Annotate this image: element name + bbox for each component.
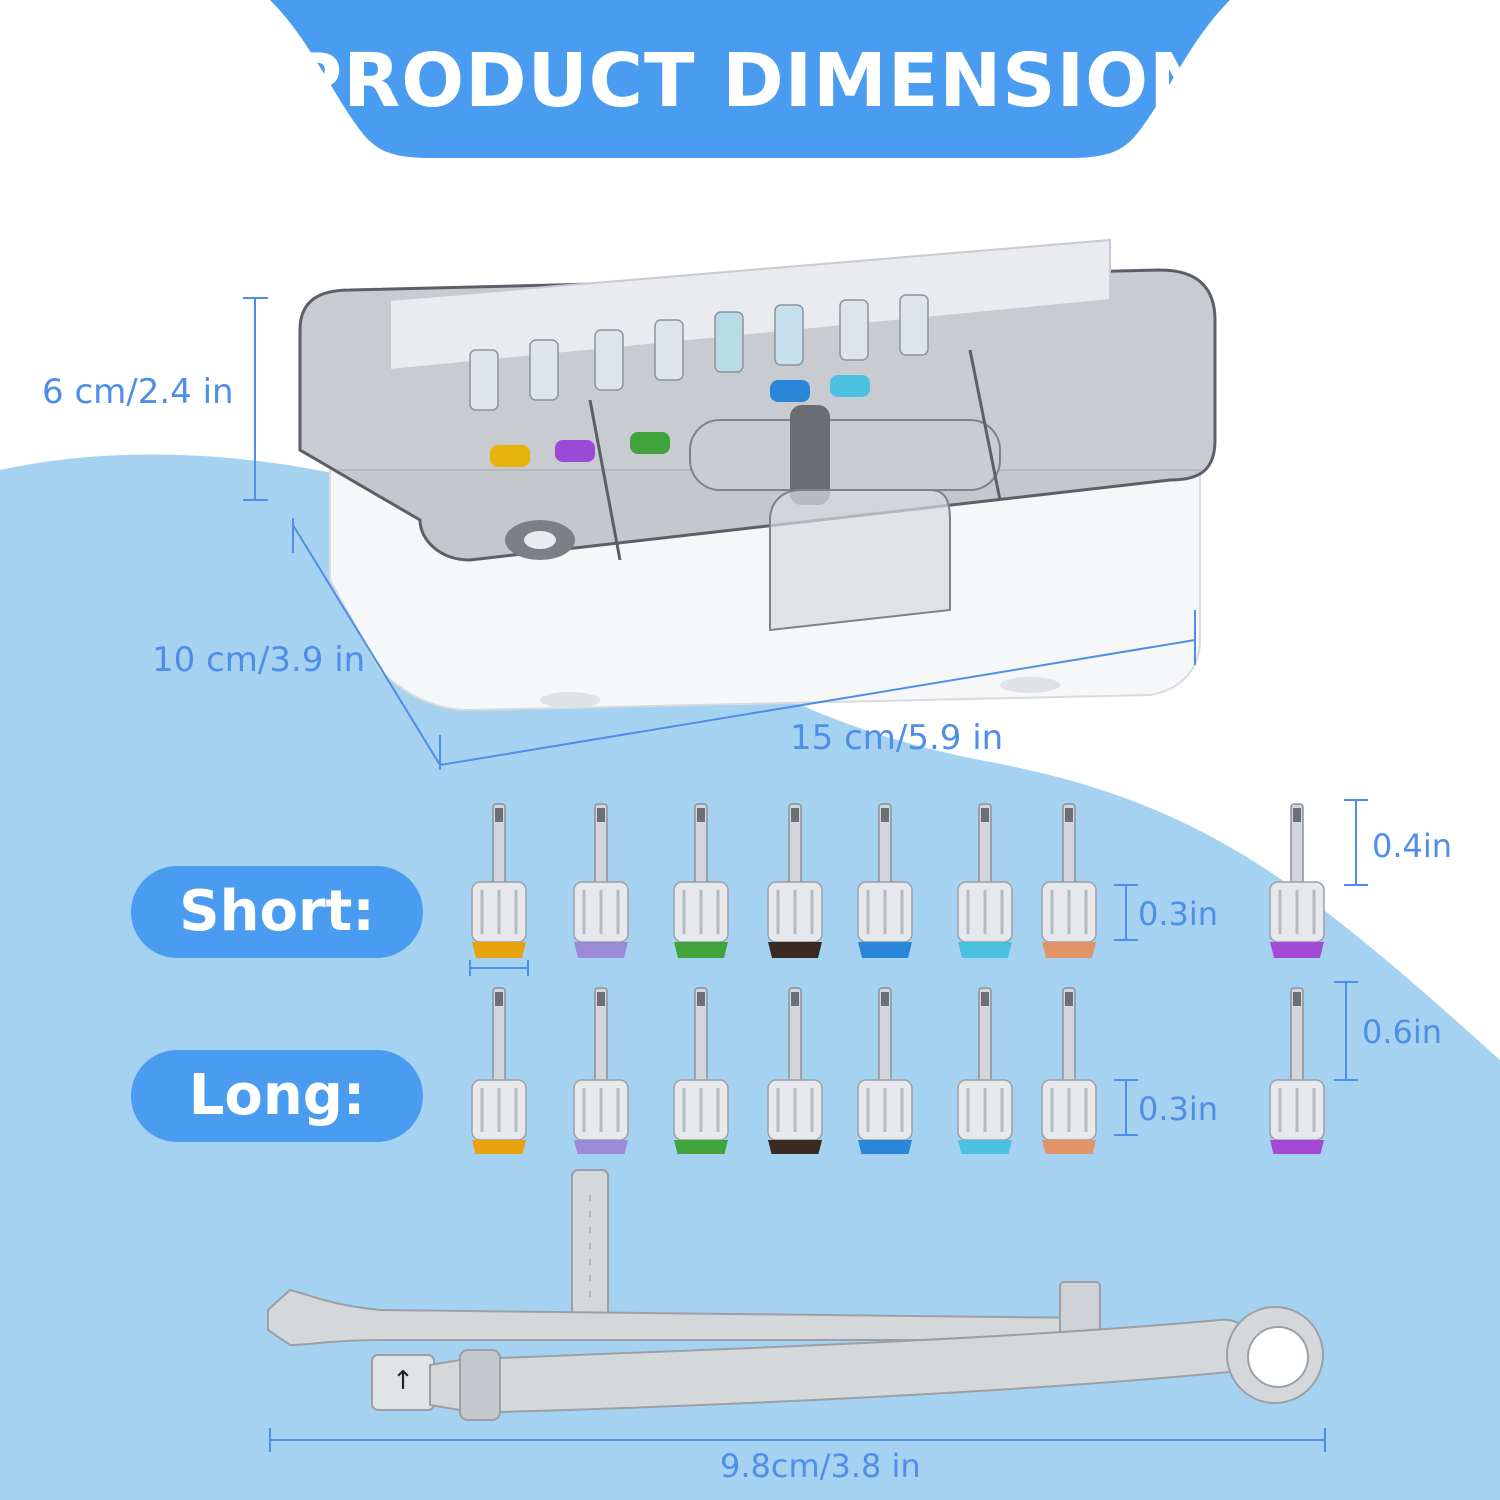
arrow-up-icon: ↑ <box>392 1366 414 1396</box>
wrench-length-label: 9.8cm/3.8 in <box>720 1447 921 1485</box>
short-driver-2 <box>573 803 629 958</box>
long-driver-7 <box>1041 987 1097 1154</box>
long-driver-2 <box>573 987 629 1154</box>
short-driver-4 <box>767 803 823 958</box>
short-handle-dimension-label: 0.3in <box>1138 895 1219 933</box>
short-row-label: Short: <box>131 866 423 958</box>
short-driver-5 <box>857 803 913 958</box>
long-driver-1 <box>471 987 527 1154</box>
short-driver-6 <box>957 803 1013 958</box>
short-driver-7 <box>1041 803 1097 958</box>
page-title: PRODUCT DIMENSION <box>288 38 1212 124</box>
long-driver-3 <box>673 987 729 1154</box>
short-driver-3 <box>673 803 729 958</box>
long-driver-5 <box>857 987 913 1154</box>
short-shaft-dimension-label: 0.4in <box>1372 827 1453 865</box>
long-driver-8 <box>1269 987 1325 1154</box>
short-driver-1 <box>471 803 527 958</box>
long-driver-6 <box>957 987 1013 1154</box>
depth-dimension-label: 10 cm/3.9 in <box>152 640 366 680</box>
width-dimension-label: 15 cm/5.9 in <box>790 718 1004 758</box>
long-handle-dimension-label: 0.3in <box>1138 1090 1219 1128</box>
long-row-label: Long: <box>131 1050 423 1142</box>
long-driver-4 <box>767 987 823 1154</box>
header-tab <box>270 0 1230 158</box>
long-shaft-dimension-label: 0.6in <box>1362 1013 1443 1051</box>
height-dimension-label: 6 cm/2.4 in <box>42 372 234 412</box>
short-driver-8 <box>1269 803 1325 958</box>
